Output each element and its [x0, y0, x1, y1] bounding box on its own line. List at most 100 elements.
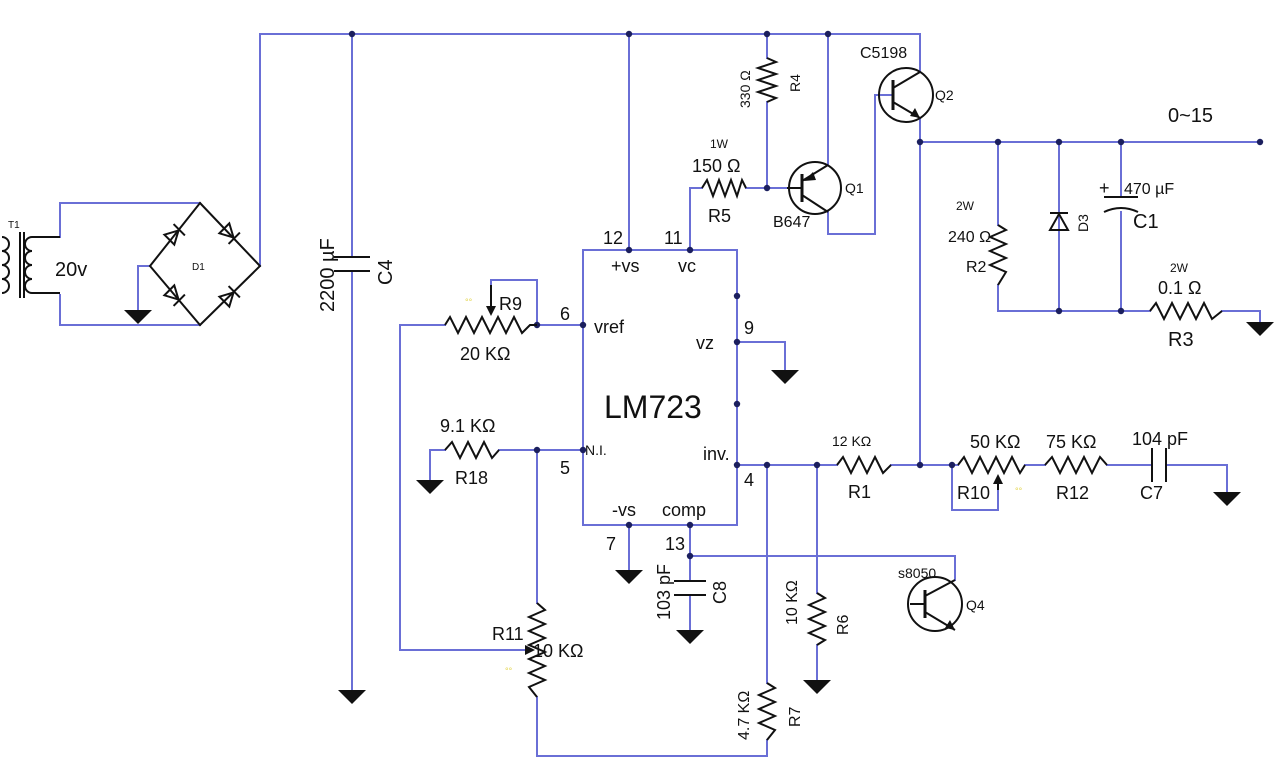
c7-value: 104 pF: [1132, 429, 1188, 449]
r11-value: 10 KΩ: [533, 641, 583, 661]
r5-ref: R5: [708, 206, 731, 226]
pin-label-vs-plus: +vs: [611, 256, 640, 276]
transformer-t1: T1 20v: [1, 220, 87, 298]
pin-label-vz: vz: [696, 333, 714, 353]
pin-9: 9: [744, 318, 754, 338]
resistor-r3: 2W 0.1 Ω R3: [1149, 261, 1223, 351]
output-label: 0~15: [1168, 105, 1213, 127]
r4-value: 330 Ω: [737, 70, 753, 108]
r2-value: 240 Ω: [948, 229, 991, 246]
r3-power: 2W: [1170, 261, 1189, 275]
ground-icon: [676, 630, 704, 644]
r18-value: 9.1 KΩ: [440, 416, 496, 436]
pin-4: 4: [744, 470, 754, 490]
transistor-q1: Q1 B647: [773, 161, 864, 231]
pin-label-vs-minus: -vs: [612, 500, 636, 520]
pin-12: 12: [603, 228, 623, 248]
transistor-q2: C5198 Q2: [860, 45, 954, 123]
ground-icon: [124, 310, 152, 324]
ground-icon: [1213, 492, 1241, 506]
q4-part: s8050: [898, 565, 936, 581]
q1-ref: Q1: [845, 180, 864, 196]
r11-ref: R11: [492, 624, 524, 644]
r3-value: 0.1 Ω: [1158, 278, 1201, 298]
diode-d3: D3: [1048, 211, 1091, 232]
bridge-rectifier-d1: D1: [148, 201, 262, 327]
pin-11: 11: [664, 228, 683, 248]
q2-ref: Q2: [935, 87, 954, 103]
ground-icon: [416, 480, 444, 494]
q2-part: C5198: [860, 45, 907, 62]
r6-ref: R6: [835, 614, 852, 635]
ground-icon: [338, 690, 366, 704]
ground-icon: [1246, 322, 1274, 336]
ic-body: [582, 249, 738, 526]
resistor-r2: 2W 240 Ω R2: [948, 199, 1009, 286]
d3-ref: D3: [1075, 214, 1091, 232]
r6-value: 10 KΩ: [784, 580, 801, 625]
potentiometer-r10: 50 KΩ R10 °°: [957, 432, 1026, 503]
pin-5: 5: [560, 458, 570, 478]
resistor-r5: 1W 150 Ω R5: [692, 137, 747, 226]
r9-ref: R9: [499, 294, 522, 314]
c1-pol: +: [1099, 178, 1110, 198]
pin-label-comp: comp: [662, 500, 706, 520]
c4-ref: C4: [375, 259, 397, 285]
r12-ref: R12: [1056, 483, 1089, 503]
ground-icon: [803, 680, 831, 694]
resistor-r7: 4.7 KΩ R7: [736, 682, 804, 741]
transistor-q4: s8050 Q4: [898, 565, 985, 632]
r10-value: 50 KΩ: [970, 432, 1020, 452]
q4-ref: Q4: [966, 597, 985, 613]
t1-ref: T1: [8, 220, 20, 231]
capacitor-c7: 104 pF C7: [1132, 429, 1188, 503]
t1-label: 20v: [55, 259, 87, 281]
ic-lm723: LM723 12 11 6 9 5 4 7 13 +vs vc vref vz …: [560, 228, 754, 554]
r2-power: 2W: [956, 199, 975, 213]
resistor-r6: 10 KΩ R6: [784, 580, 852, 646]
c7-ref: C7: [1140, 483, 1163, 503]
ground-icon: [771, 370, 799, 384]
pin-label-vref: vref: [594, 317, 625, 337]
r1-ref: R1: [848, 482, 871, 502]
capacitor-c1: + 470 µF C1: [1099, 178, 1174, 233]
c1-ref: C1: [1133, 211, 1159, 233]
r5-value: 150 Ω: [692, 156, 741, 176]
r18-ref: R18: [455, 468, 488, 488]
capacitor-c4: 2200 µF C4: [317, 238, 397, 312]
resistor-r18: 9.1 KΩ R18: [440, 416, 500, 488]
r2-ref: R2: [966, 259, 987, 276]
pin-6: 6: [560, 304, 570, 324]
r9-value: 20 KΩ: [460, 344, 510, 364]
resistor-r12: 75 KΩ R12: [1044, 432, 1108, 503]
pin-label-inv: inv.: [703, 444, 730, 464]
r3-ref: R3: [1168, 329, 1194, 351]
potentiometer-r9: R9 20 KΩ °°: [444, 285, 537, 364]
capacitor-c8: 103 pF C8: [654, 564, 730, 620]
r4-ref: R4: [787, 74, 803, 92]
c8-ref: C8: [710, 581, 730, 604]
c8-value: 103 pF: [654, 564, 674, 620]
resistor-r4: 330 Ω R4: [737, 57, 803, 108]
ground-icon: [615, 570, 643, 584]
resistor-r1: 12 KΩ R1: [832, 433, 892, 502]
r7-value: 4.7 KΩ: [736, 691, 753, 740]
pin-13: 13: [665, 534, 685, 554]
r11-pot-mark: °°: [505, 666, 513, 676]
potentiometer-r11: R11 10 KΩ °°: [492, 602, 583, 698]
r9-pot-mark: °°: [465, 297, 473, 307]
ic-name: LM723: [604, 389, 702, 425]
pin-label-ni: N.I.: [585, 442, 607, 458]
d1-ref: D1: [192, 262, 205, 273]
c1-value: 470 µF: [1124, 181, 1174, 198]
wire-top-rail: [259, 33, 829, 267]
r10-pot-mark: °°: [1015, 486, 1023, 496]
c4-value: 2200 µF: [317, 238, 339, 312]
r1-value: 12 KΩ: [832, 433, 871, 449]
ground-symbols: [124, 310, 1274, 704]
pin-label-vc: vc: [678, 256, 696, 276]
pin-7: 7: [606, 534, 616, 554]
r5-power: 1W: [710, 137, 729, 151]
junctions: [348, 30, 1264, 560]
